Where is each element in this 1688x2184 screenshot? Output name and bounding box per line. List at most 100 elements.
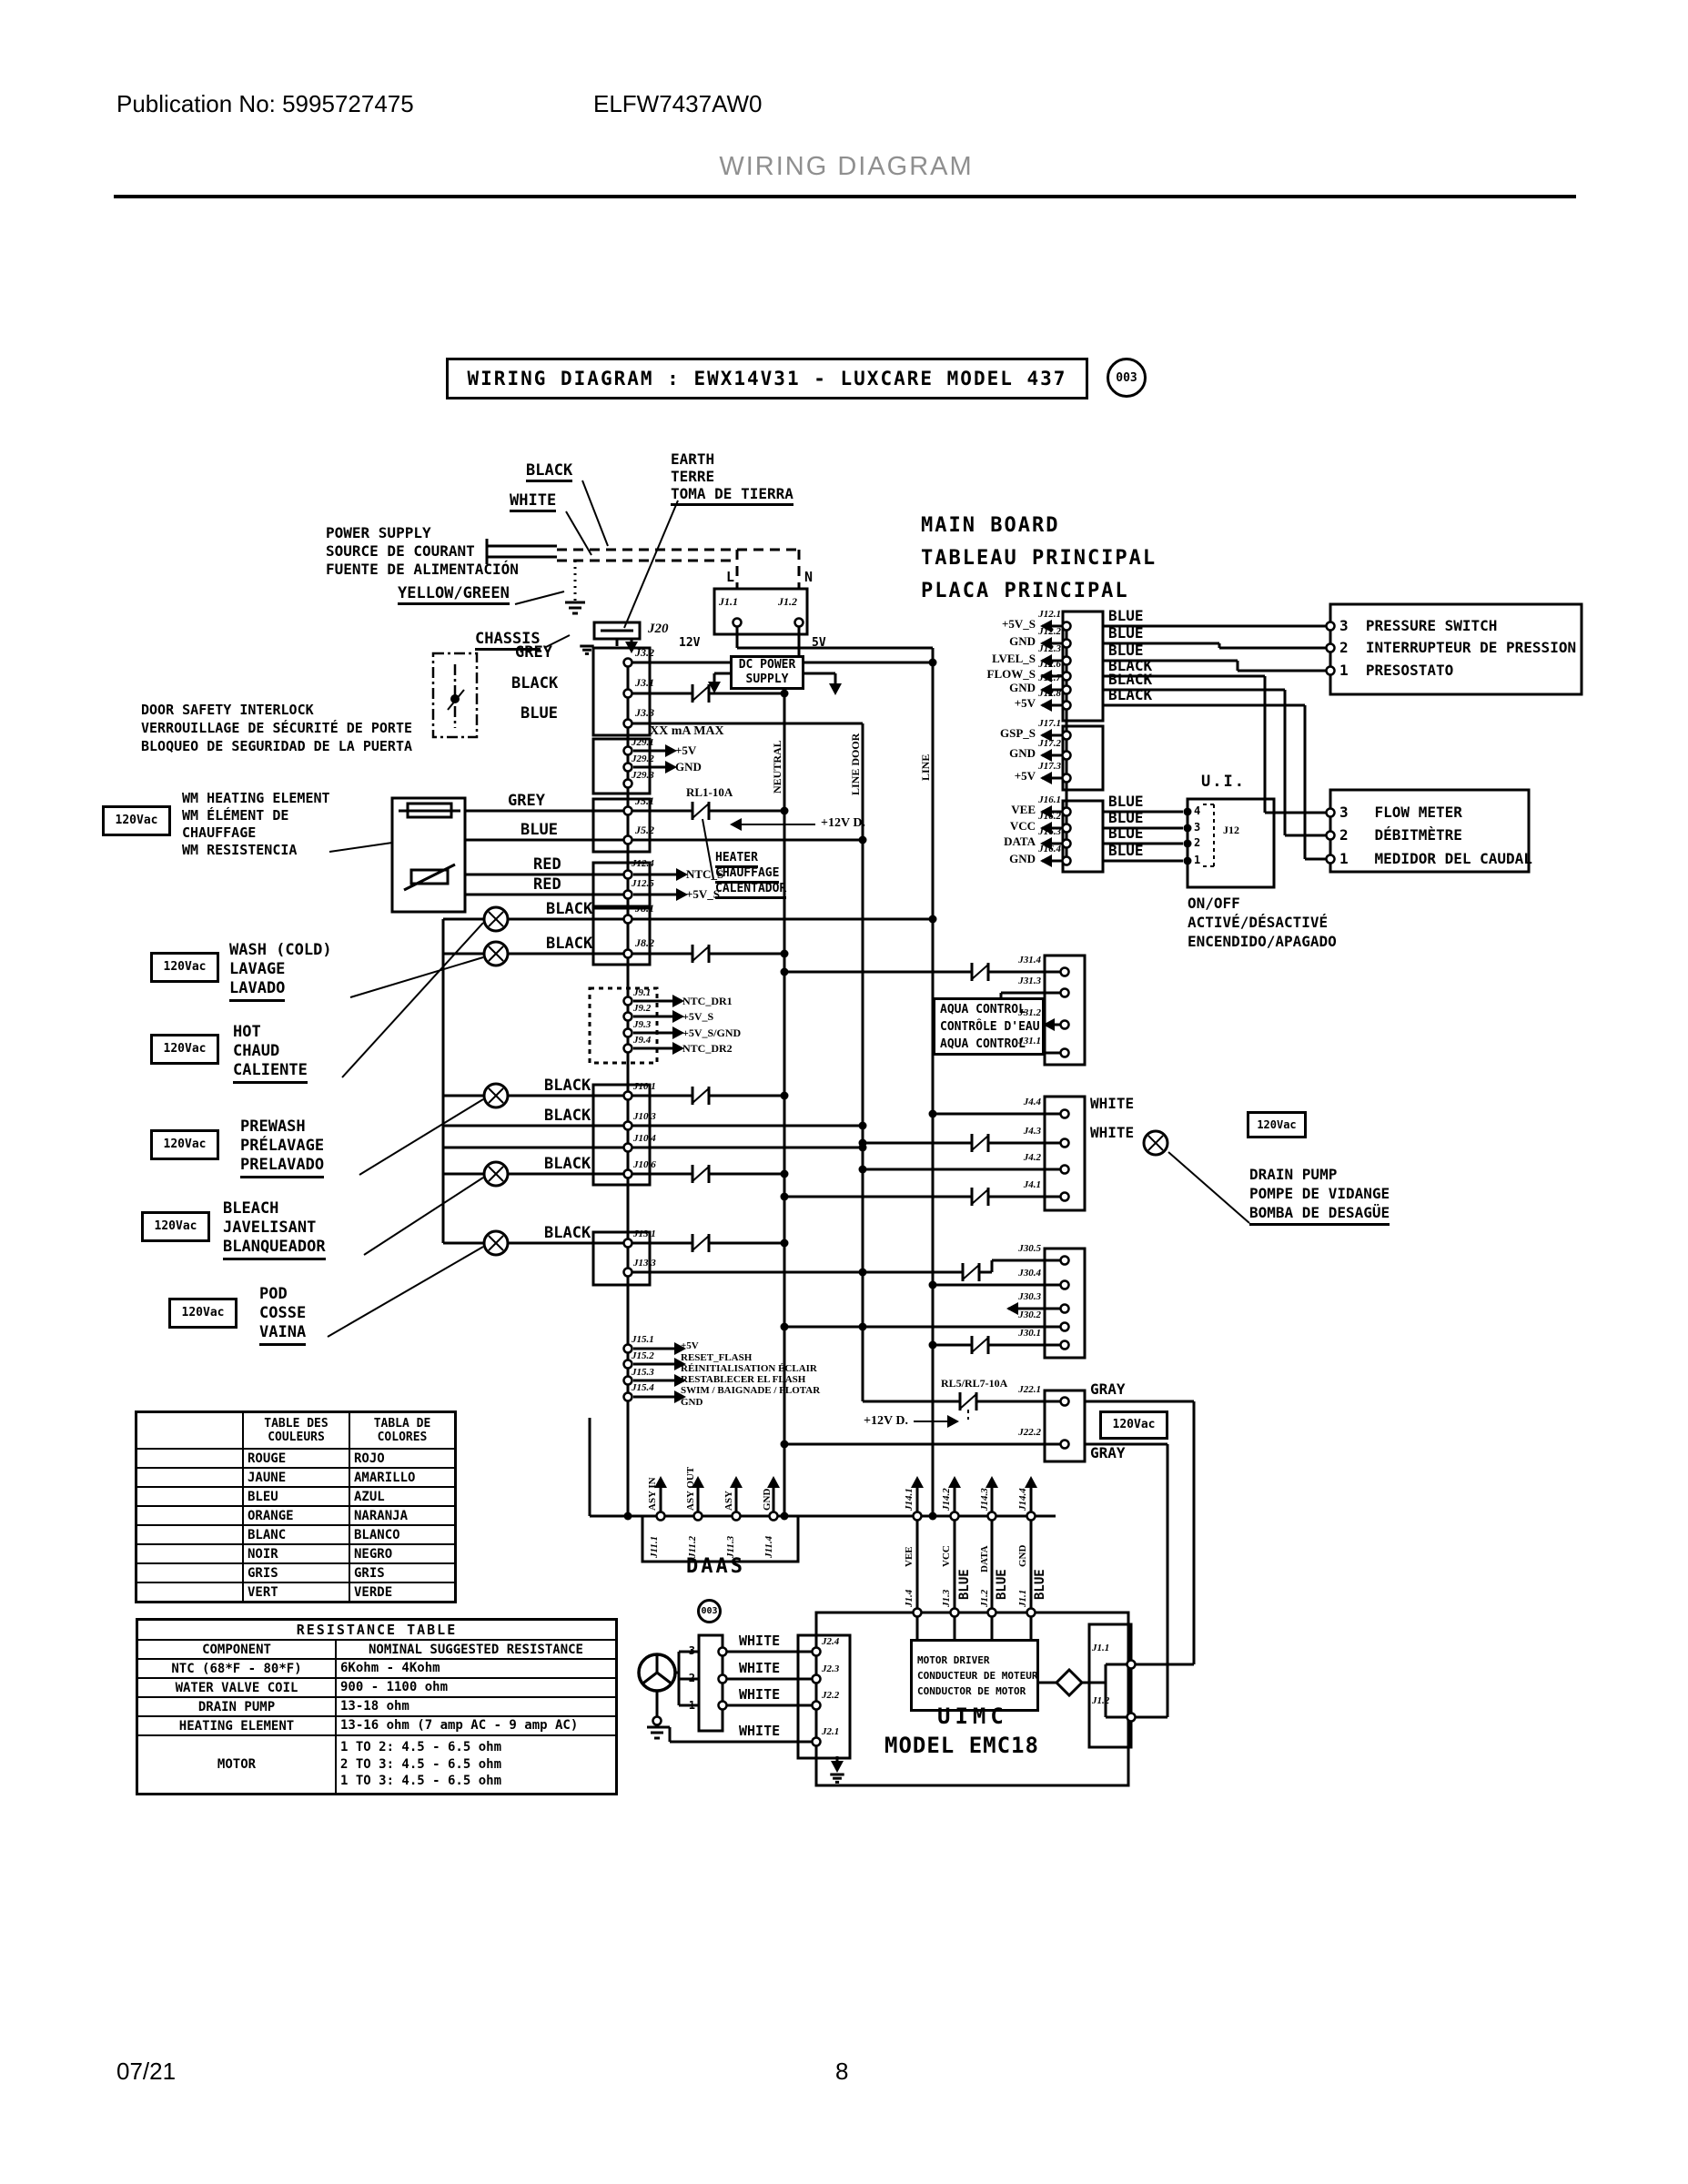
wire-black-126: BLACK	[1108, 658, 1152, 674]
j17-1-label-line: J17.1	[1038, 718, 1061, 729]
wire-blue-rot-3-line: BLUE	[1033, 1569, 1047, 1600]
j4-2-label-line: J4.2	[1023, 1152, 1041, 1163]
sig-j15-5v-line: +5V	[681, 1340, 699, 1351]
sig-r-gnd-122-line: GND	[1009, 634, 1036, 648]
j12-2-label-line: J12.2	[1038, 626, 1061, 637]
ui-pin-2-line: 2	[1194, 836, 1201, 849]
j1-2-uimc-label: J1.2	[1092, 1695, 1109, 1707]
j8-1-label-line: J8.1	[635, 902, 654, 915]
j12-4-label-line: J12.4	[632, 858, 654, 869]
j11-4-label: J11.4	[763, 1536, 775, 1558]
j31-4-label: J31.4	[1018, 955, 1041, 966]
prewash-label-line: PRÉLAVAGE	[240, 1137, 325, 1155]
on-off-label-line: ENCENDIDO/APAGADO	[1188, 933, 1337, 950]
sig-reset-flash-es-line: RESTABLECER EL FLASH	[681, 1374, 806, 1385]
sig-vcc-rot: VCC	[941, 1545, 953, 1567]
pod-label-line: VAINA	[259, 1323, 307, 1346]
prewash-label-line: PRELAVADO	[240, 1156, 325, 1178]
j15-3-label: J15.3	[632, 1367, 654, 1379]
wire-white-top: WHITE	[510, 492, 557, 513]
heater-label-2: CHAUFFAGE	[715, 866, 780, 885]
j1-1-uimc-label-line: J1.1	[1092, 1643, 1110, 1653]
bus-neutral-label: NEUTRAL	[771, 740, 783, 794]
j9-4-label-line: J9.4	[633, 1035, 652, 1046]
j3-1-label-line: J3.1	[635, 676, 654, 689]
uimc-label: UIMC	[937, 1704, 1008, 1729]
j2-2-label-line: J2.2	[822, 1690, 840, 1701]
flow-meter-line3-line: 3 FLOW METER	[1339, 804, 1462, 821]
j12-7-label-line: J12.7	[1038, 672, 1061, 683]
j13-3-label-line: J13.3	[633, 1258, 656, 1269]
wire-black-128: BLACK	[1108, 687, 1152, 703]
wire-grey-heater: GREY	[508, 793, 545, 810]
plus12v-heater-line: +12V D.	[821, 816, 865, 830]
wire-blue-rot-1-line: BLUE	[957, 1569, 972, 1600]
j20-label: J20	[648, 622, 669, 636]
vac-badge-heating: 120Vac	[102, 805, 171, 836]
vac-badge-heating-line: 120Vac	[115, 813, 158, 827]
motor-pin-2-line: 2	[688, 1672, 695, 1684]
j1-2-label-line: J1.2	[778, 595, 797, 608]
motor-pin-1: 1	[689, 1700, 695, 1712]
j9-1-label: J9.1	[633, 987, 651, 999]
color-table-cell	[135, 1524, 244, 1545]
wire-white-m1-line: WHITE	[739, 1633, 781, 1649]
publication-number: Publication No: 5995727475	[116, 90, 414, 117]
wire-white-j44-line: WHITE	[1090, 1095, 1135, 1112]
color-table-cell: ROUGE	[242, 1448, 350, 1469]
daas-gnd-label: GND	[762, 1488, 773, 1511]
chassis-label-line: CHASSIS	[475, 631, 541, 652]
sig-r-vee-line: VEE	[1011, 803, 1036, 816]
earth-label-line: TOMA DE TIERRA	[671, 485, 793, 506]
j8-1-label: J8.1	[635, 903, 654, 915]
j30-3-label-line: J30.3	[1018, 1291, 1041, 1302]
wire-black-j131: BLACK	[544, 1225, 591, 1242]
line-l-label-line: L	[726, 569, 735, 585]
ui-label-line: U.I.	[1201, 773, 1246, 791]
door-interlock-label-line: DOOR SAFETY INTERLOCK	[141, 702, 314, 718]
j1-1-label: J1.1	[719, 596, 738, 608]
main-board-label-line: MAIN BOARD	[921, 514, 1060, 537]
sig-reset-flash: RESET_FLASH	[681, 1352, 752, 1364]
daas-label-line: DAAS	[686, 1555, 745, 1578]
sig-r-gnd-172: GND	[1009, 746, 1036, 760]
daas-gnd-label-line: GND	[762, 1488, 773, 1511]
resistance-component: WATER VALVE COIL	[136, 1677, 337, 1698]
heater-label-2-line: CHAUFFAGE	[715, 866, 780, 885]
resistance-value: 13-16 ohm (7 amp AC - 9 amp AC)	[335, 1715, 618, 1736]
j2-1-label-line: J2.1	[822, 1726, 840, 1737]
j29-1-label-line: J29.1	[632, 737, 654, 748]
wire-black-j82: BLACK	[546, 935, 592, 953]
j30-3-label: J30.3	[1018, 1291, 1041, 1303]
xx-ma-max-label: XX mA MAX	[650, 724, 724, 738]
wire-blue-163-line: BLUE	[1108, 824, 1144, 842]
hot-label-line: CALIENTE	[233, 1061, 308, 1084]
j17-2-label-line: J17.2	[1038, 738, 1061, 749]
line-l-label: L	[726, 570, 734, 584]
ui-pin-2: 2	[1194, 837, 1200, 849]
sig-5vs-gnd-line: +5V_S/GND	[682, 1026, 742, 1039]
j2-4-label: J2.4	[822, 1636, 839, 1648]
sig-r-5v-173-line: +5V	[1014, 769, 1036, 783]
motor-pin-1-line: 1	[688, 1699, 695, 1712]
rl5-label: RL5/RL7-10A	[941, 1378, 1007, 1390]
drain-pump-label-line: POMPE DE VIDANGE	[1249, 1185, 1390, 1202]
sig-r-data: DATA	[1004, 834, 1036, 848]
wire-white-m2-line: WHITE	[739, 1660, 781, 1676]
sig-reset-flash-fr: RÉINITIALISATION ÉCLAIR	[681, 1363, 817, 1375]
j10-3-label-line: J10.3	[633, 1111, 656, 1122]
sig-r-gnd-122: GND	[1009, 634, 1036, 648]
j16-1-label-line: J16.1	[1038, 794, 1061, 805]
wire-black-j103-line: BLACK	[544, 1107, 591, 1125]
daas-asy-in-label: ASY IN	[647, 1477, 659, 1511]
color-table-cell: BLANCO	[349, 1524, 457, 1545]
five-v-label: 5V	[812, 636, 826, 650]
